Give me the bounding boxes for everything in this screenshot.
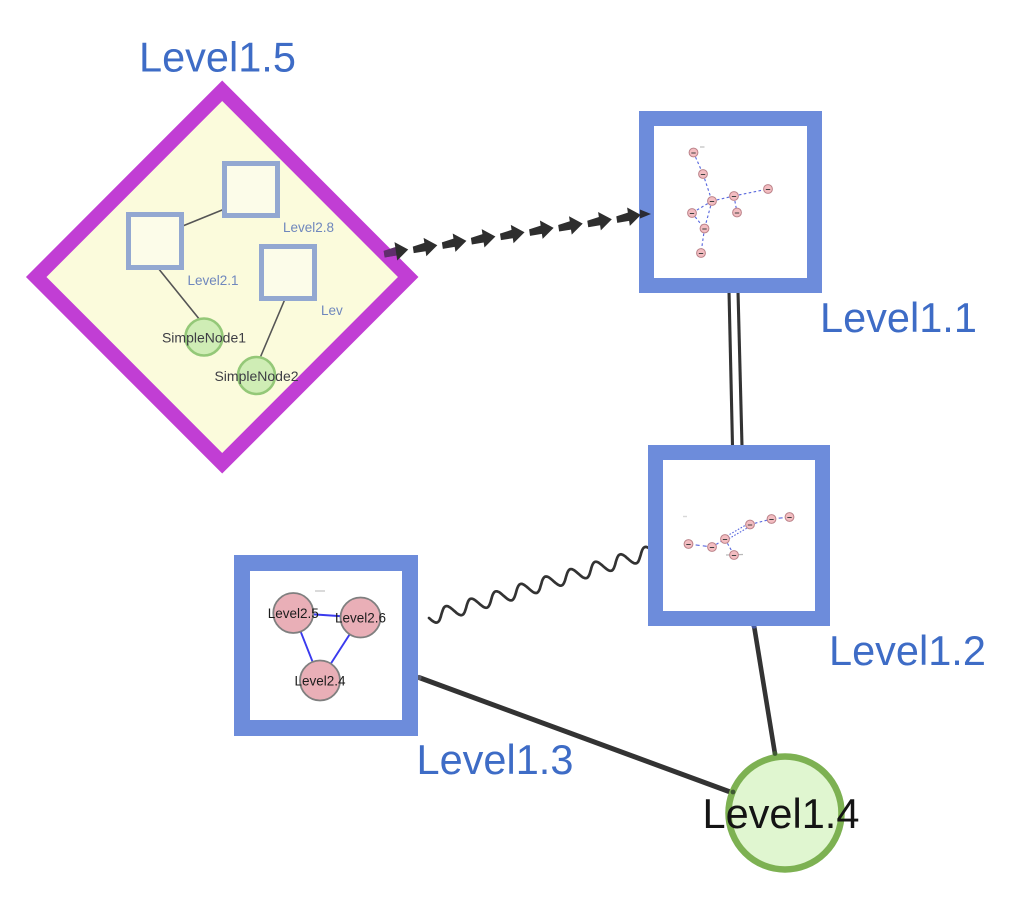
svg-text:Lev: Lev [321, 303, 343, 318]
svg-text:Level1.5: Level1.5 [139, 34, 296, 81]
svg-text:Level1.1: Level1.1 [820, 294, 977, 341]
svg-text:Level1.2: Level1.2 [829, 627, 986, 674]
svg-text:Level2.5: Level2.5 [268, 606, 319, 621]
svg-text:Level2.6: Level2.6 [335, 611, 386, 626]
svg-text:Level2.8: Level2.8 [283, 220, 334, 235]
svg-text:SimpleNode1: SimpleNode1 [162, 330, 246, 346]
svg-text:Level1.4: Level1.4 [703, 790, 860, 837]
svg-text:Level2.4: Level2.4 [294, 674, 346, 689]
svg-text:Level2.1: Level2.1 [188, 273, 239, 288]
svg-text:SimpleNode2: SimpleNode2 [214, 368, 298, 384]
svg-text:Level1.3: Level1.3 [417, 736, 574, 783]
